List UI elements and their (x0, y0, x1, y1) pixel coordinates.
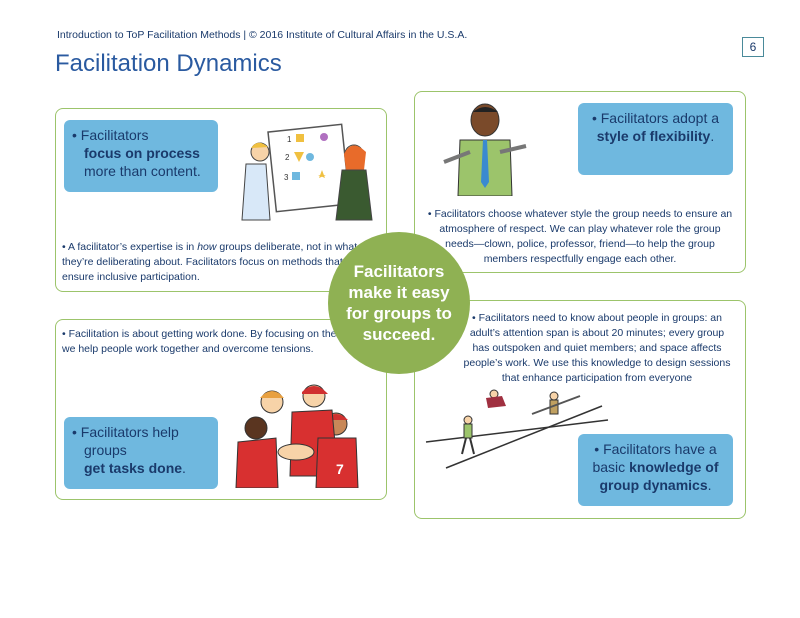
callout-process-rest: more than content. (84, 163, 201, 179)
page-title: Facilitation Dynamics (55, 50, 282, 77)
text-group-knowledge: • Facilitators need to know about people… (463, 312, 731, 384)
callout-tasks-post: . (182, 460, 186, 476)
callout-dynamics: • Facilitators have a basic knowledge of… (578, 434, 733, 506)
callout-dynamics-mid: basic (592, 459, 626, 475)
header-line: Introduction to ToP Facilitation Methods… (57, 29, 468, 41)
callout-flexibility-pre: • Facilitators adopt a (591, 110, 720, 126)
man-baton-illustration (443, 103, 527, 196)
chart-num-2: 2 (285, 153, 290, 162)
callout-flexibility: • Facilitators adopt a style of flexibil… (578, 103, 733, 175)
text-expertise-em: how (197, 241, 217, 253)
jersey-number: 7 (336, 461, 344, 477)
callout-process: • Facilitators focus on process more tha… (64, 120, 218, 192)
callout-tasks-pre: • Facilitators help (72, 424, 179, 440)
callout-tasks-bold: get tasks done (84, 460, 183, 476)
page-number: 6 (742, 37, 764, 57)
callout-tasks: • Facilitators help groups get tasks don… (64, 417, 218, 489)
chart-num-1: 1 (287, 135, 292, 144)
center-message: Facilitators make it easy for groups to … (328, 232, 470, 374)
callout-flexibility-post: . (710, 128, 715, 144)
callout-process-bullet: • Facilitators (72, 127, 149, 143)
callout-dynamics-post: . (707, 477, 712, 493)
text-style: • Facilitators choose whatever style the… (427, 208, 733, 265)
chart-num-3: 3 (284, 173, 289, 182)
tightrope-illustration (425, 389, 609, 469)
text-expertise-post: groups deliberate, not in what they’re d… (62, 241, 358, 283)
team-huddle-illustration: 7 (235, 384, 359, 488)
text-work-done: • Facilitation is about getting work don… (62, 328, 362, 355)
callout-dynamics-pre: • Facilitators have a (594, 441, 717, 457)
callout-dynamics-bold1: knowledge of (629, 459, 719, 475)
callout-flexibility-bold: style of flexibility (596, 128, 711, 144)
text-expertise: • A facilitator’s expertise is in how gr… (62, 240, 372, 285)
people-chart-illustration: 1 2 3 (241, 123, 373, 221)
text-expertise-pre: • A facilitator’s expertise is in (62, 241, 198, 253)
callout-process-bold: focus on process (84, 145, 200, 161)
callout-dynamics-bold2: group dynamics (599, 477, 708, 493)
callout-tasks-mid: groups (84, 442, 127, 458)
